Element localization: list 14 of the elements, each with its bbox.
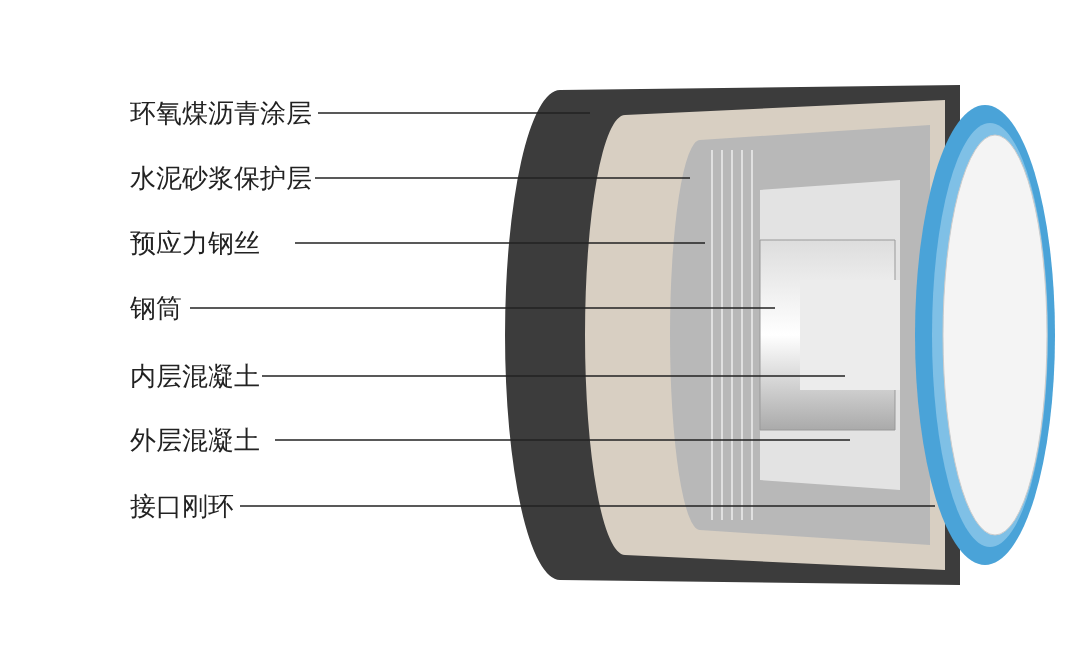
leader-line — [189, 307, 776, 309]
leader-line — [314, 177, 691, 179]
part-label: 预应力钢丝 — [130, 227, 260, 259]
leader-line — [317, 112, 591, 114]
part-label: 内层混凝土 — [130, 360, 260, 392]
part-label: 钢筒 — [130, 292, 182, 324]
leader-line — [261, 375, 846, 377]
leader-line — [274, 439, 851, 441]
leader-line — [294, 242, 706, 244]
part-label: 外层混凝土 — [130, 424, 260, 456]
part-label: 水泥砂浆保护层 — [130, 162, 312, 194]
part-label: 接口刚环 — [130, 490, 234, 522]
part-label: 环氧煤沥青涂层 — [130, 97, 312, 129]
leader-line — [239, 505, 936, 507]
